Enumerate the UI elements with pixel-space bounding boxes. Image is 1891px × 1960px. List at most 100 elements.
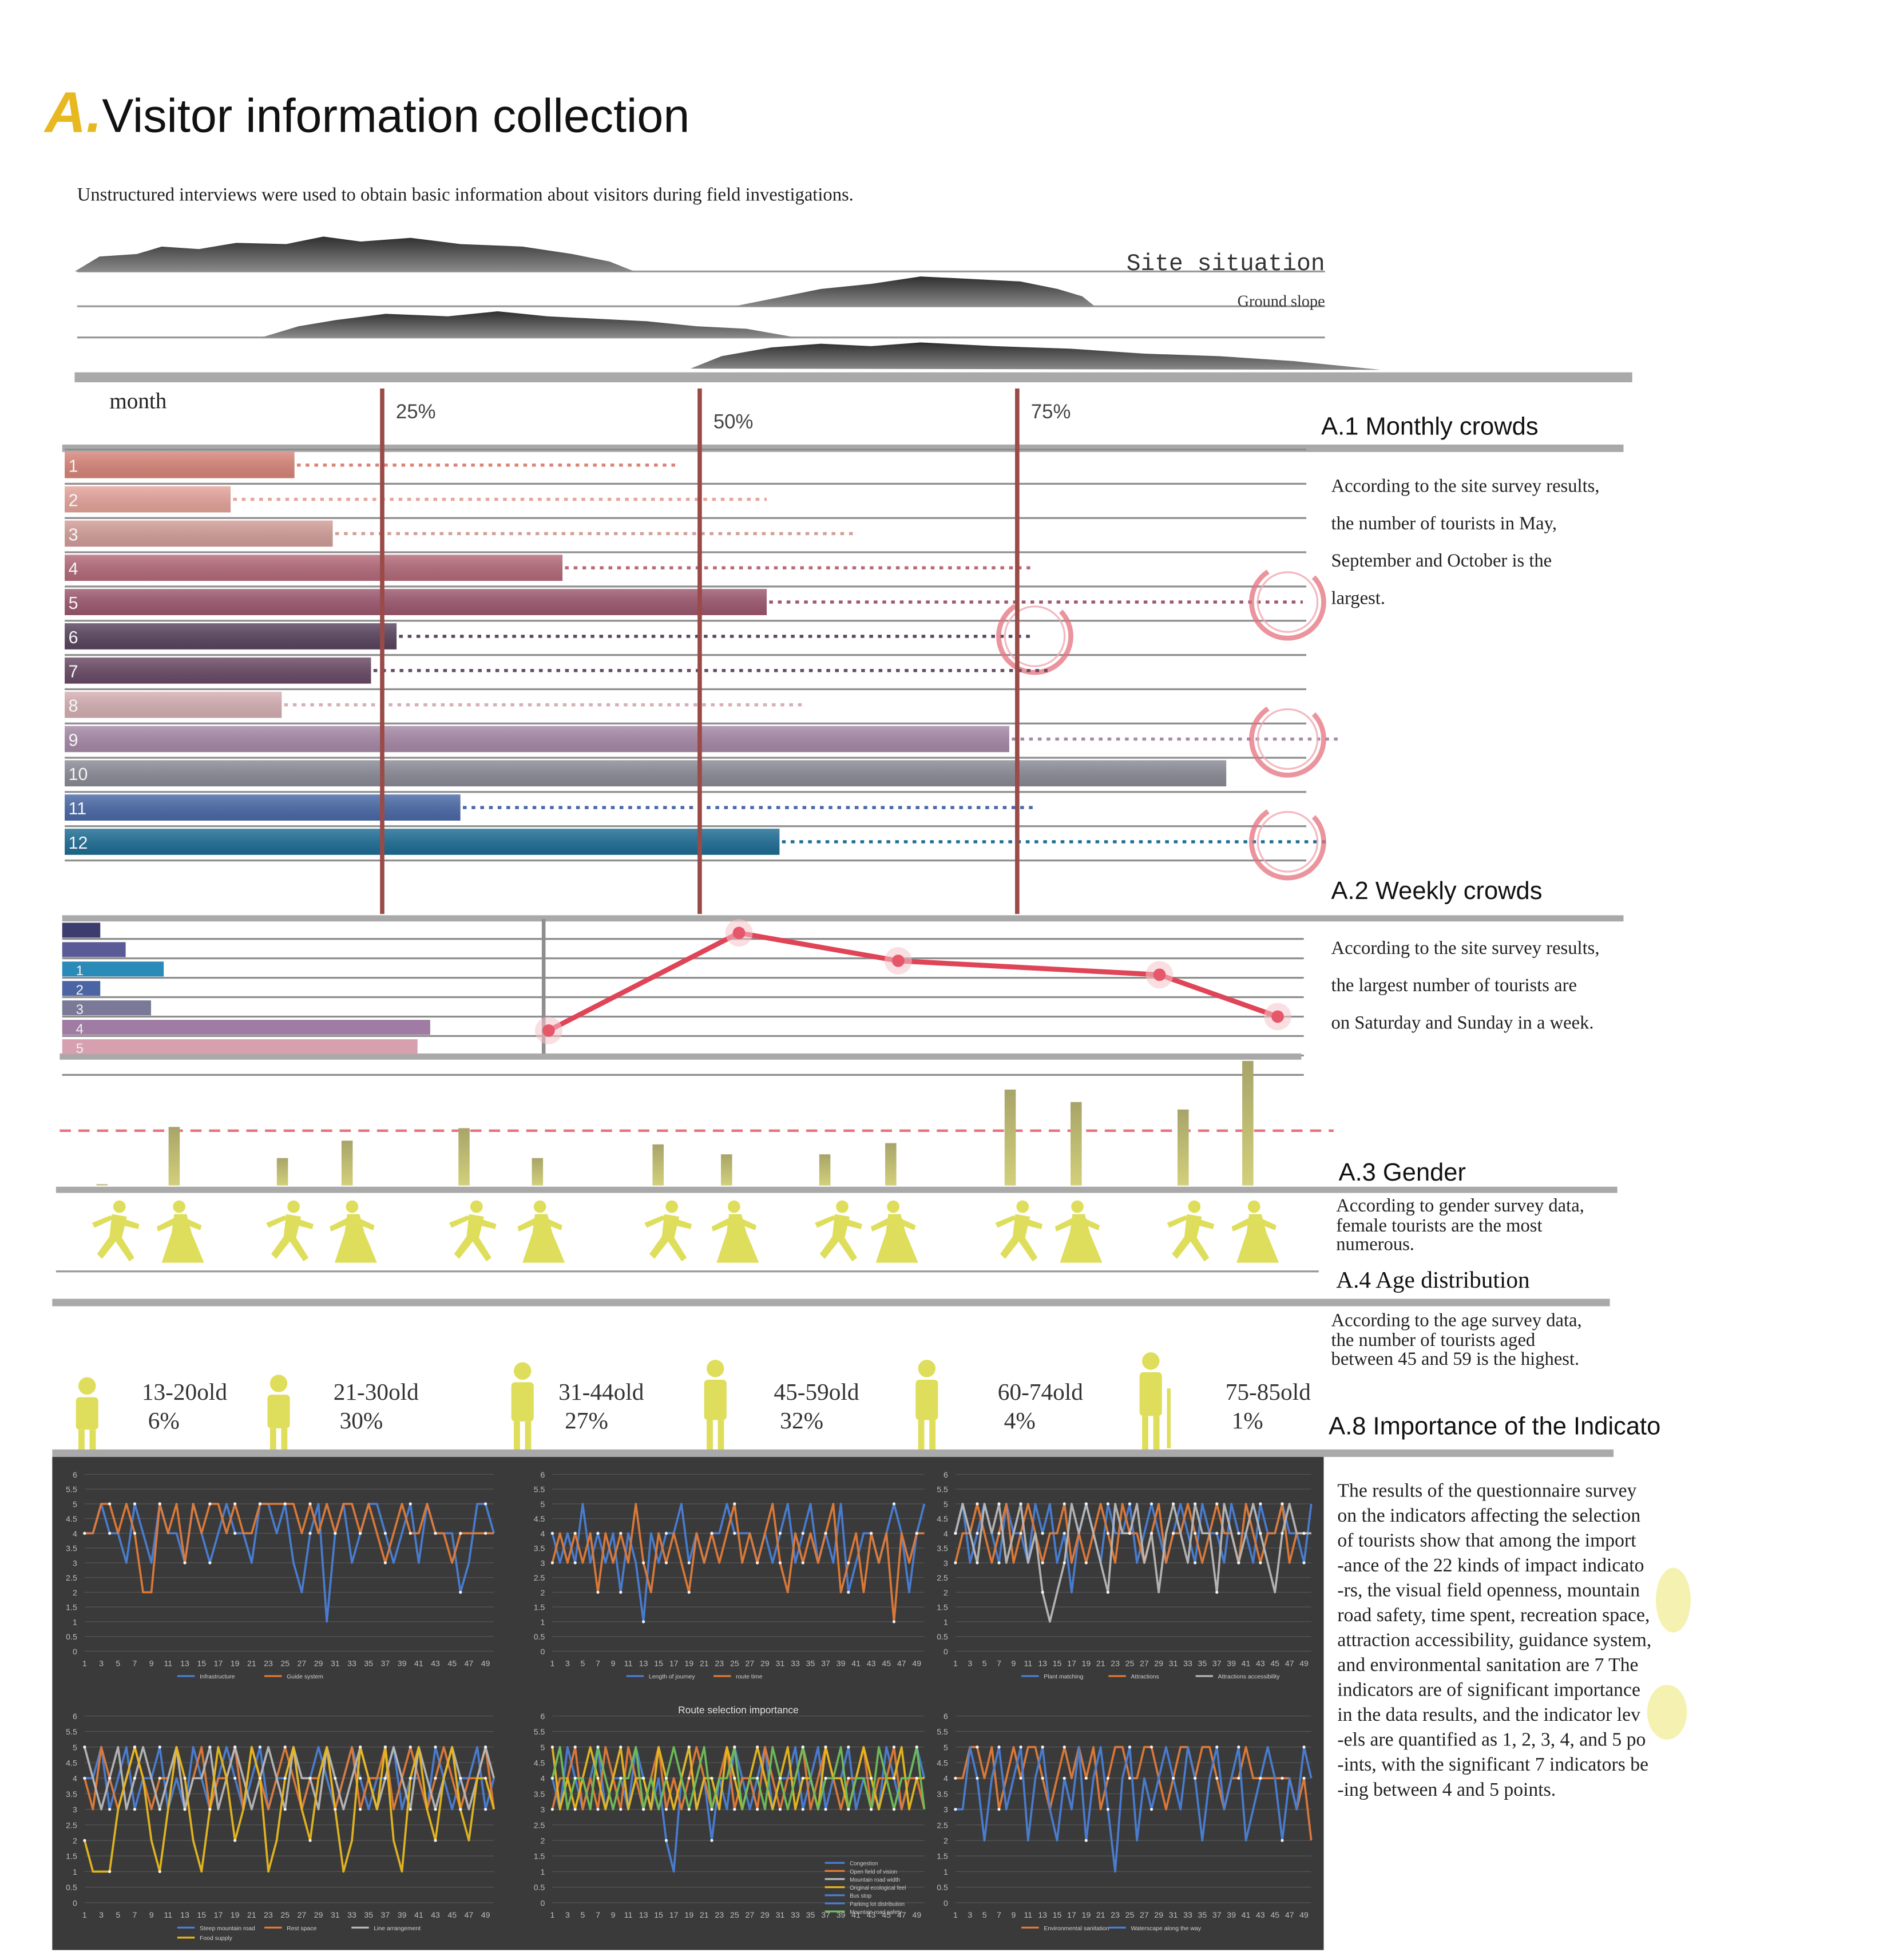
monthly-bar-shade xyxy=(65,520,333,547)
panel-x-tick: 7 xyxy=(133,1910,137,1919)
monthly-marker-label: 75% xyxy=(1031,401,1071,423)
panel-x-tick: 29 xyxy=(1154,1910,1163,1919)
panel-series-line xyxy=(551,1746,925,1811)
panel-data-point xyxy=(687,1776,691,1780)
panel-x-tick: 15 xyxy=(654,1910,663,1919)
panel-data-point xyxy=(359,1808,362,1811)
panel-data-point xyxy=(778,1776,782,1780)
weekly-category-label: 2 xyxy=(76,983,84,998)
gender-bar xyxy=(1178,1109,1189,1186)
panel-data-point xyxy=(1128,1745,1132,1749)
figure-head xyxy=(1071,1200,1084,1213)
panel-data-point xyxy=(1041,1561,1044,1565)
panel-y-tick: 4 xyxy=(73,1774,77,1783)
figure-head xyxy=(665,1200,679,1213)
figure-head xyxy=(727,1200,740,1213)
panel-data-point xyxy=(801,1808,804,1811)
panel-y-tick: 3.5 xyxy=(937,1789,948,1799)
panel-legend-label: Mountain road width xyxy=(850,1877,900,1883)
panel-legend-label: Steep mountain road xyxy=(200,1926,255,1932)
panel-y-tick: 1.5 xyxy=(66,1852,77,1861)
age-icon-body xyxy=(76,1397,98,1430)
panel-data-point xyxy=(1019,1531,1022,1535)
weekly-bar xyxy=(62,942,126,957)
panel-data-point xyxy=(484,1502,487,1506)
panel-x-tick: 35 xyxy=(806,1658,815,1668)
panel-data-point xyxy=(710,1839,713,1842)
panel-data-point xyxy=(258,1745,262,1749)
age-icon-leg xyxy=(514,1421,520,1453)
panel-data-point xyxy=(801,1776,804,1780)
monthly-category-label: 6 xyxy=(69,628,78,647)
panel-y-tick: 0 xyxy=(943,1647,948,1656)
monthly-section-label: A.1 Monthly crowds xyxy=(1321,413,1538,440)
panel-x-tick: 13 xyxy=(180,1658,189,1668)
monthly-category-label: 2 xyxy=(69,491,78,510)
figure-arms xyxy=(156,1218,202,1232)
panel-x-tick: 15 xyxy=(1053,1910,1062,1919)
panel-data-point xyxy=(976,1561,979,1565)
panel-x-tick: 5 xyxy=(982,1910,987,1919)
panel-x-tick: 9 xyxy=(1011,1910,1016,1919)
panel-data-point xyxy=(409,1502,412,1506)
figure-head xyxy=(1016,1200,1029,1213)
panel-y-tick: 0 xyxy=(541,1898,545,1907)
panel-y-tick: 6 xyxy=(943,1470,948,1479)
panel-x-tick: 35 xyxy=(364,1658,373,1668)
panel-data-point xyxy=(1084,1502,1088,1506)
panel-x-tick: 1 xyxy=(82,1658,87,1668)
panel-data-point xyxy=(334,1776,337,1780)
panel-x-tick: 31 xyxy=(331,1658,340,1668)
panel-y-tick: 4.5 xyxy=(66,1514,77,1523)
panel-x-tick: 33 xyxy=(1183,1910,1192,1919)
panel-x-tick: 13 xyxy=(639,1658,648,1668)
panel-legend-label: Waterscape along the way xyxy=(1131,1926,1201,1932)
age-icon-head xyxy=(78,1377,96,1395)
panel-y-tick: 6 xyxy=(943,1712,948,1721)
age-person-icon xyxy=(915,1360,938,1452)
panel-y-tick: 5 xyxy=(943,1499,948,1508)
panel-data-point xyxy=(756,1808,759,1811)
panel-x-tick: 9 xyxy=(149,1910,154,1919)
monthly-bar-shade xyxy=(65,829,780,855)
panel-y-tick: 1.5 xyxy=(937,1852,948,1861)
age-icon-leg xyxy=(707,1420,713,1452)
panel-data-point xyxy=(359,1531,362,1535)
panel-data-point xyxy=(687,1590,691,1594)
panel-series-line xyxy=(84,1503,495,1623)
panel-data-point xyxy=(334,1531,337,1535)
panel-x-tick: 9 xyxy=(611,1658,616,1668)
panel-data-point xyxy=(1149,1531,1153,1535)
panel-data-point xyxy=(1237,1561,1240,1565)
panel-x-tick: 17 xyxy=(214,1910,223,1919)
panel-data-point xyxy=(710,1808,713,1811)
panel-y-tick: 1 xyxy=(943,1617,948,1626)
panel-x-tick: 37 xyxy=(821,1910,830,1919)
panel-data-point xyxy=(158,1745,161,1749)
panel-x-tick: 3 xyxy=(99,1910,104,1919)
panel-x-tick: 5 xyxy=(581,1910,585,1919)
panel-data-point xyxy=(383,1776,387,1780)
age-icon-head xyxy=(269,1375,288,1392)
panel-y-tick: 6 xyxy=(541,1470,545,1479)
importance-text-line: road safety, time spent, recreation spac… xyxy=(1337,1605,1650,1626)
monthly-category-label: 11 xyxy=(69,799,87,818)
weekly-bar xyxy=(62,961,164,977)
panel-y-tick: 2.5 xyxy=(937,1573,948,1582)
panel-data-point xyxy=(619,1531,623,1535)
figure-arms xyxy=(711,1218,756,1232)
panel-x-tick: 47 xyxy=(897,1910,906,1919)
age-group-pct: 30% xyxy=(340,1407,383,1434)
monthly-axis-label: month xyxy=(109,389,166,414)
panel-legend-label: Parking lot distribution xyxy=(850,1901,905,1907)
age-icon-leg xyxy=(269,1428,276,1455)
panel-y-tick: 1 xyxy=(541,1867,545,1876)
panel-x-tick: 27 xyxy=(298,1658,307,1668)
figure-head xyxy=(1188,1200,1201,1213)
monthly-category-label: 1 xyxy=(69,457,78,476)
panel-data-point xyxy=(1019,1776,1022,1780)
figure-body xyxy=(649,1214,687,1262)
panel-data-point xyxy=(1237,1745,1240,1749)
panel-data-point xyxy=(756,1745,759,1749)
